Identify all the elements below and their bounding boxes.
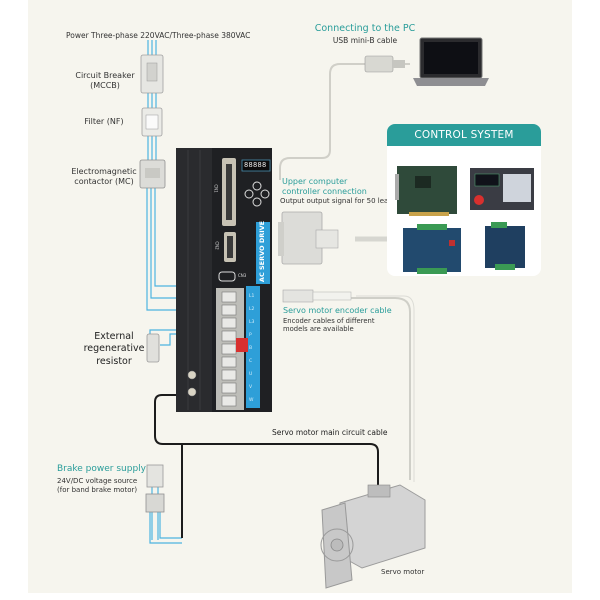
brake-line1: 24V/DC voltage source [57, 477, 138, 485]
terminal-label: B [249, 346, 253, 351]
terminal-label: V [249, 385, 253, 390]
terminal-label: L3 [249, 320, 255, 325]
circuit-breaker-line1: Circuit Breaker [75, 71, 135, 80]
regen-line3: resistor [96, 355, 132, 367]
terminal-screw [221, 330, 237, 342]
regen-line2: regenerative [83, 343, 145, 355]
motion-control-board-2 [485, 222, 525, 270]
usb-cable [279, 63, 410, 180]
circuit-breaker-image [140, 54, 164, 94]
upper-controller-line1: Upper computer [282, 177, 348, 186]
brake-desc: 24V/DC voltage source (for band brake mo… [57, 477, 137, 495]
encoder-cable [350, 297, 411, 480]
pc-subtitle: USB mini-B cable [332, 36, 398, 45]
terminal-screw [221, 304, 237, 316]
servo-motor-image [320, 484, 426, 589]
regen-resistor-label: External regenerative resistor [82, 331, 146, 368]
pci-motion-card [395, 166, 457, 216]
main-cable-label: Servo motor main circuit cable [272, 428, 388, 437]
encoder-desc: Encoder cables of different models are a… [283, 317, 375, 334]
terminal-screw [221, 317, 237, 329]
laptop-image [413, 37, 489, 86]
encoder-line1: Encoder cables of different [283, 317, 375, 325]
upper-controller-title: Upper computer controller connection [282, 177, 367, 197]
circuit-breaker-label: Circuit Breaker (MCCB) [70, 71, 140, 91]
cn2-label: CN2 [214, 241, 220, 250]
pc-title: Connecting to the PC [314, 23, 416, 34]
terminal-screw [221, 395, 237, 407]
terminal-label: L1 [249, 294, 255, 299]
drive-brand-label: AC SERVO DRIVE [257, 220, 266, 283]
control-system-images [395, 166, 534, 274]
contactor-line1: Electromagnetic [71, 167, 137, 176]
cn3-label: CN3 [238, 273, 247, 278]
filter-label: Filter (NF) [84, 117, 124, 126]
terminal-screw [221, 291, 237, 303]
regen-resistor-image [146, 333, 160, 363]
encoder-connector [282, 289, 314, 303]
encoder-title: Servo motor encoder cable [283, 306, 392, 315]
main-circuit-cable [154, 394, 379, 492]
upper-controller-line2: controller connection [282, 187, 367, 196]
terminal-label: C [249, 359, 253, 364]
upper-controller-desc: Output output signal for 50 leads [280, 197, 397, 205]
cnc-controller-panel [470, 168, 534, 210]
filter-image [141, 107, 163, 137]
control-system-panel: CONTROL SYSTEM [387, 124, 541, 276]
terminal-label: P [249, 333, 252, 338]
control-system-title: CONTROL SYSTEM [387, 124, 541, 146]
jumper [236, 338, 248, 352]
usb-plug [364, 55, 394, 73]
terminal-screw [221, 356, 237, 368]
brake-supply-image [145, 464, 165, 513]
cn1-label: CN1 [213, 184, 219, 193]
terminal-label: L2 [249, 307, 255, 312]
terminal-label: U [249, 372, 253, 377]
contactor-image [139, 159, 166, 189]
encoder-line2: models are available [283, 325, 354, 334]
drive-display: 88888 [244, 161, 267, 169]
regen-line1: External [94, 331, 134, 342]
terminal-label: W [249, 398, 254, 403]
circuit-breaker-line2: (MCCB) [90, 81, 120, 90]
contactor-label: Electromagnetic contactor (MC) [66, 167, 142, 187]
motion-control-board-1 [403, 224, 461, 274]
terminal-screw [221, 382, 237, 394]
controller-connector-image [278, 211, 339, 265]
power-label: Power Three-phase 220VAC/Three-phase 380… [66, 31, 251, 40]
terminal-screw [221, 369, 237, 381]
contactor-line2: contactor (MC) [74, 177, 134, 186]
terminal-screw [221, 343, 237, 355]
servo-motor-label: Servo motor [381, 568, 425, 576]
brake-line2: (for band brake motor) [57, 485, 138, 494]
brake-title: Brake power supply [57, 464, 147, 474]
